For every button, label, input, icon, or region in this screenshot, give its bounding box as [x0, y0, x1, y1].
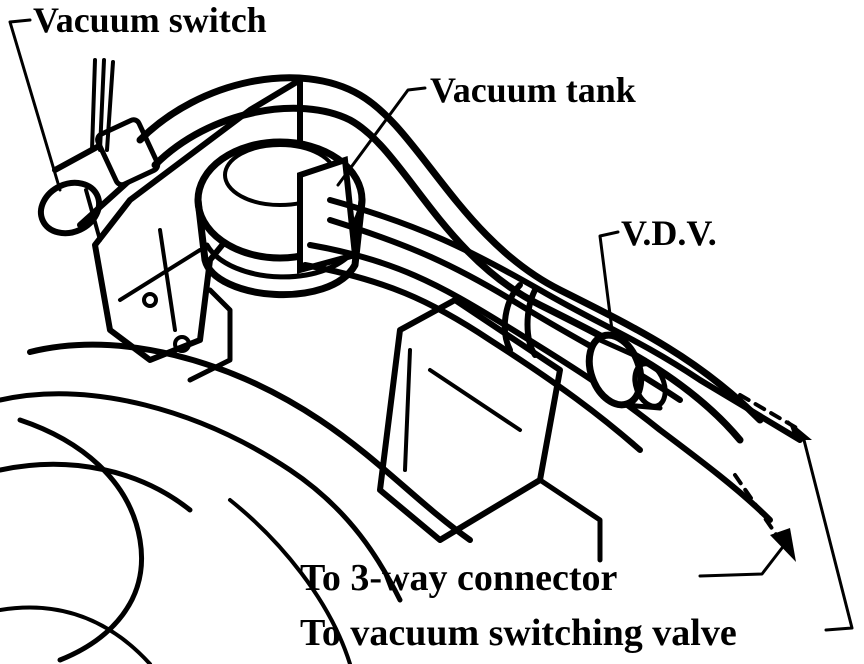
vacuum-hoses	[136, 74, 803, 523]
label-to-3-way-connector: To 3-way connector	[300, 557, 617, 599]
label-vacuum-switch: Vacuum switch	[33, 0, 267, 40]
arrows	[733, 393, 812, 562]
lower-component	[377, 297, 603, 563]
vacuum-switch	[37, 58, 161, 242]
label-vdv: V.D.V.	[621, 213, 717, 253]
vdv-valve	[585, 331, 668, 411]
arrow-head-lower	[770, 528, 796, 562]
label-vacuum-tank: Vacuum tank	[430, 70, 636, 110]
arrow-head-upper	[788, 420, 812, 440]
leader-lines	[8, 18, 854, 632]
engine-housing	[0, 341, 473, 664]
label-to-vacuum-switching-valve: To vacuum switching valve	[300, 612, 737, 654]
